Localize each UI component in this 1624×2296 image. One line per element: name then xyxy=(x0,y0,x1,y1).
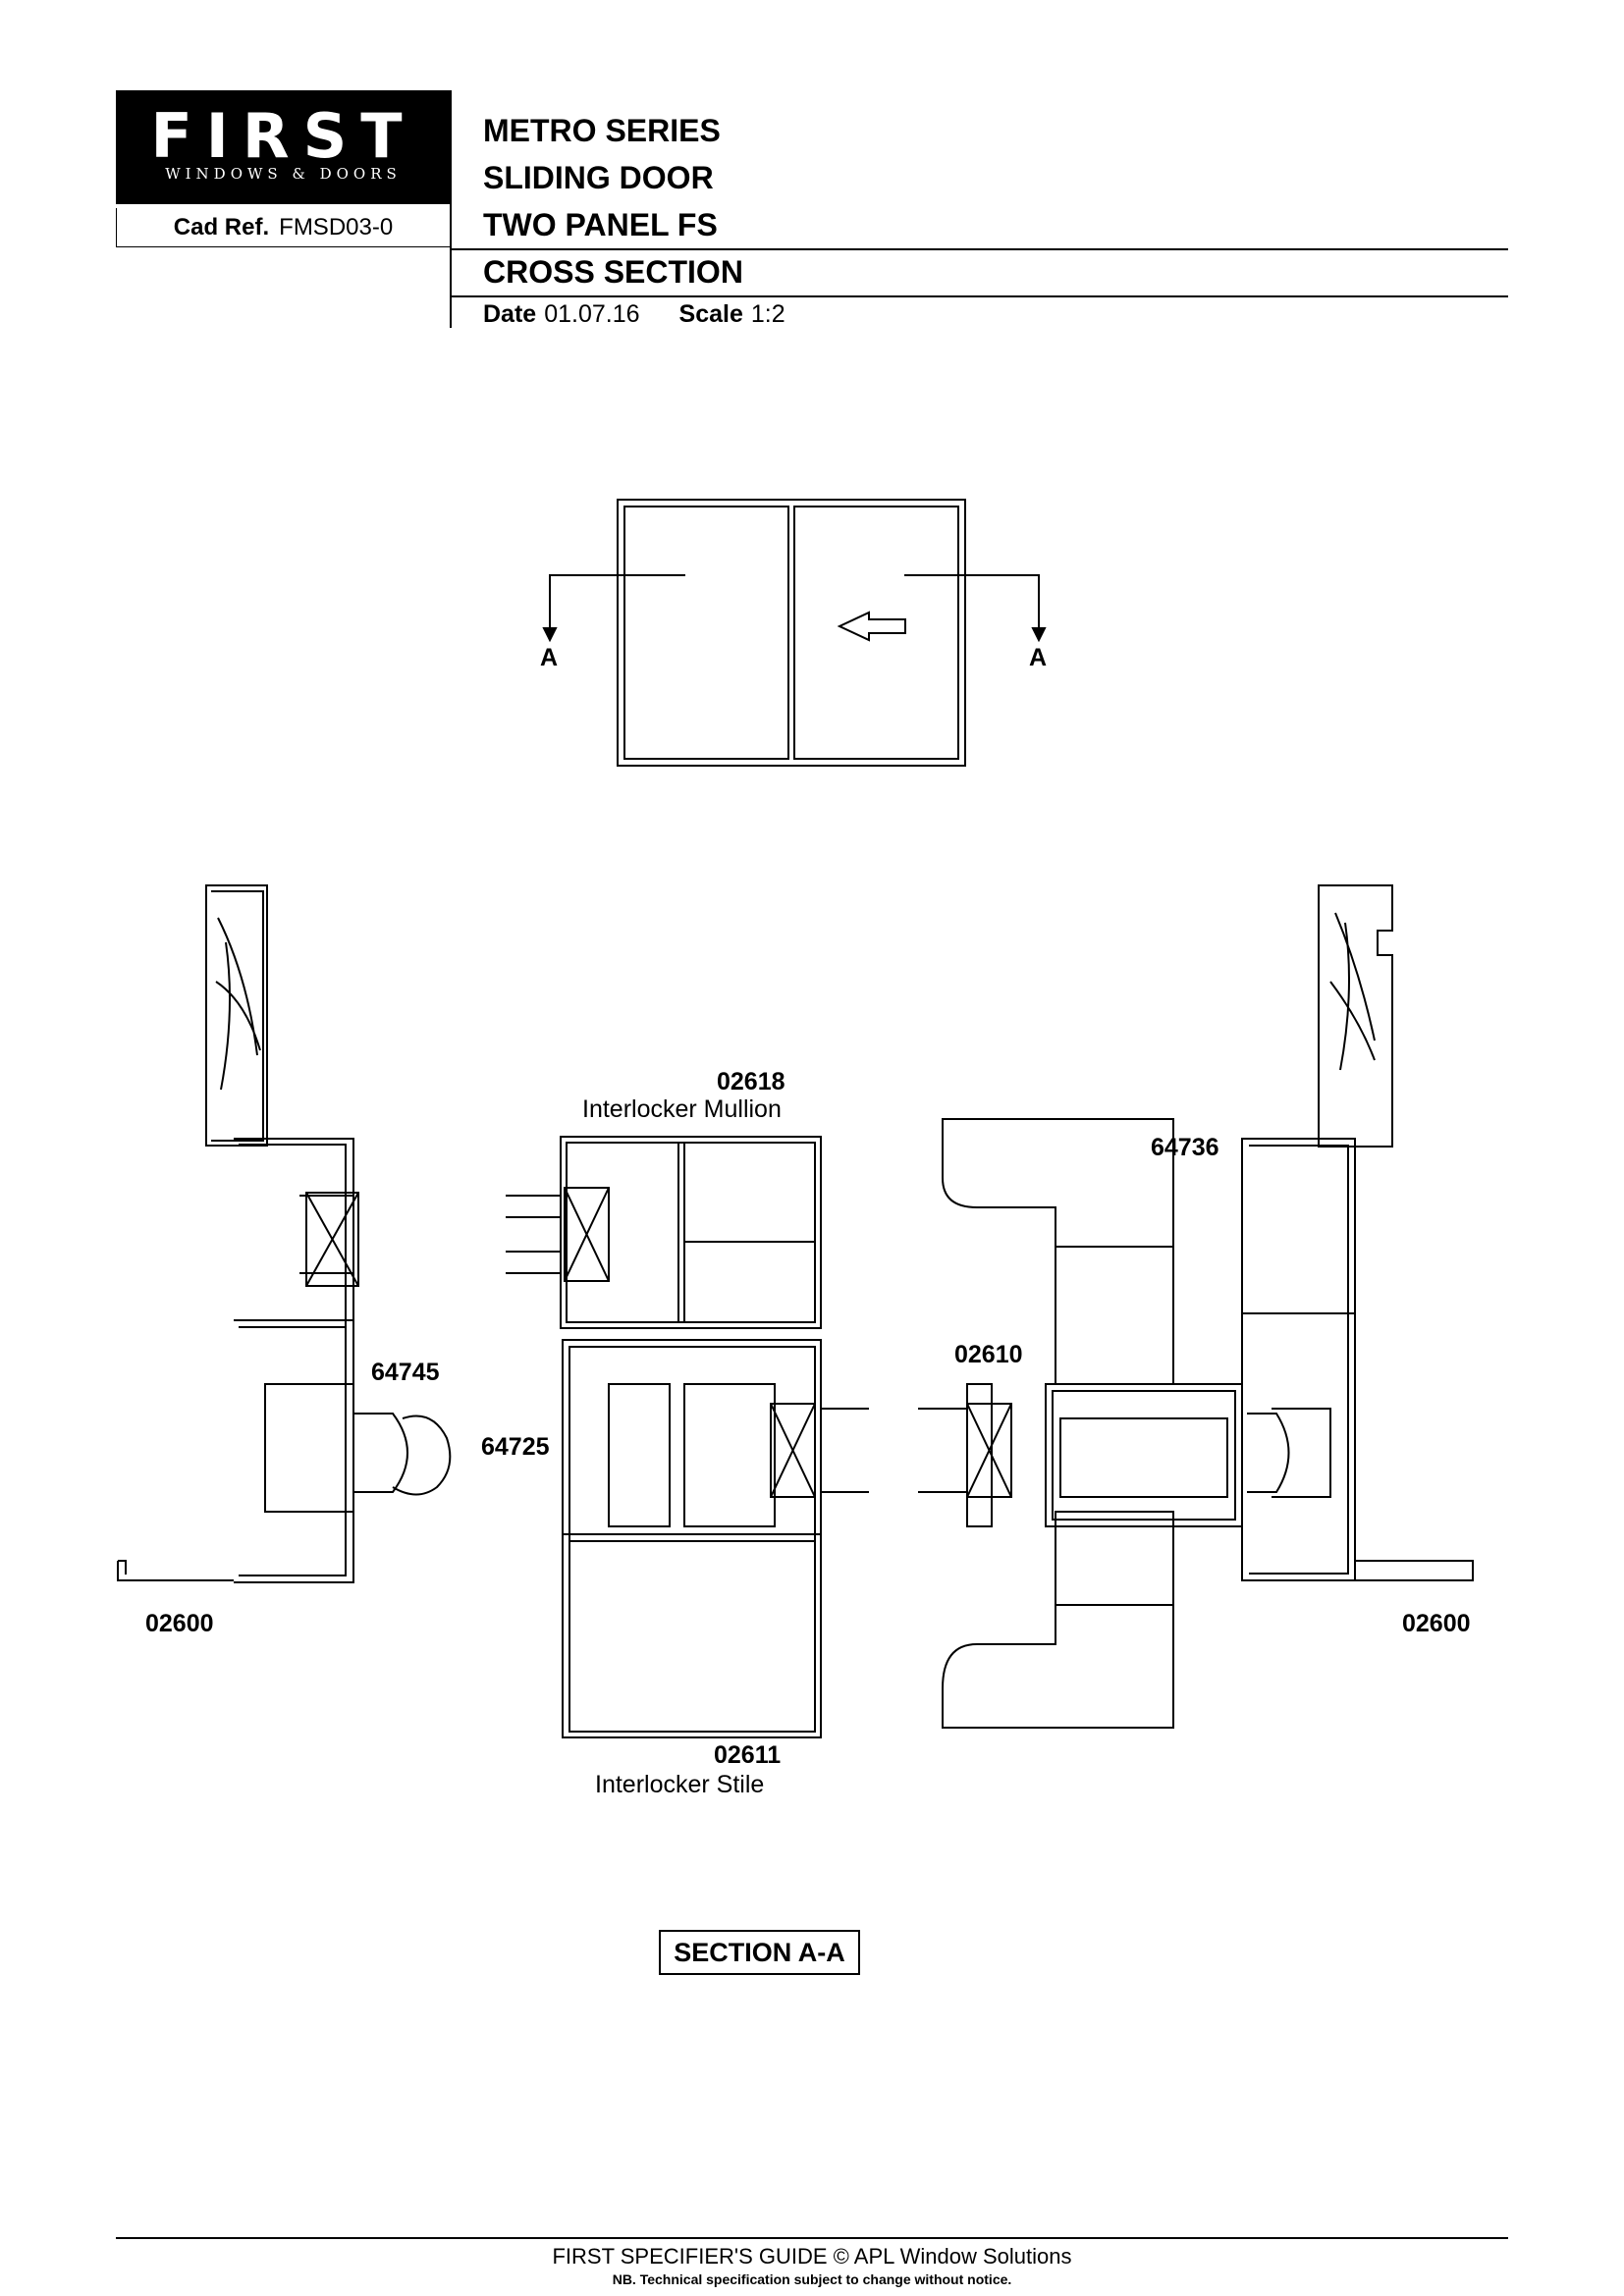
date-label: Date xyxy=(483,300,537,328)
footer-line-1: FIRST SPECIFIER'S GUIDE © APL Window Sol… xyxy=(552,2244,1072,2269)
slide-direction-arrow xyxy=(837,611,906,642)
interlocker-section xyxy=(560,1136,822,1738)
left-jamb-section xyxy=(117,884,452,1583)
section-marker-left: A xyxy=(540,644,559,671)
callout-64725: 64725 xyxy=(481,1433,550,1461)
scale-value: 1:2 xyxy=(750,300,785,328)
logo-background xyxy=(116,90,451,204)
title-line-3: TWO PANEL FS xyxy=(483,207,718,242)
cad-ref-value: FMSD03-0 xyxy=(279,214,394,240)
callout-02600-right: 02600 xyxy=(1402,1610,1471,1637)
right-section xyxy=(942,884,1474,1729)
callout-02618: 02618 xyxy=(717,1068,785,1095)
title-line-1: METRO SERIES xyxy=(483,113,721,148)
callout-02600-left: 02600 xyxy=(145,1610,214,1637)
glass-panes xyxy=(299,1195,967,1493)
footer-line-2: NB. Technical specification subject to c… xyxy=(612,2271,1012,2287)
title-line-2: SLIDING DOOR xyxy=(483,160,714,195)
logo: FIRST xyxy=(150,100,416,172)
scale-label: Scale xyxy=(678,300,743,328)
label-interlocker-mullion: Interlocker Mullion xyxy=(582,1095,782,1123)
date-value: 01.07.16 xyxy=(544,300,640,328)
section-marker-right: A xyxy=(1029,644,1048,671)
section-title: SECTION A-A xyxy=(659,1930,860,1975)
callout-02611: 02611 xyxy=(714,1741,782,1769)
label-interlocker-stile: Interlocker Stile xyxy=(595,1771,765,1798)
cad-ref-label: Cad Ref. xyxy=(173,214,270,240)
door-elevation xyxy=(549,499,1040,767)
logo-subtext: WINDOWS & DOORS xyxy=(165,165,402,183)
callout-64736: 64736 xyxy=(1151,1134,1219,1161)
title-line-4: CROSS SECTION xyxy=(483,254,743,290)
cad-reference: Cad Ref. FMSD03-0 xyxy=(116,208,451,247)
callout-64745: 64745 xyxy=(371,1359,440,1386)
callout-02610: 02610 xyxy=(954,1341,1023,1368)
